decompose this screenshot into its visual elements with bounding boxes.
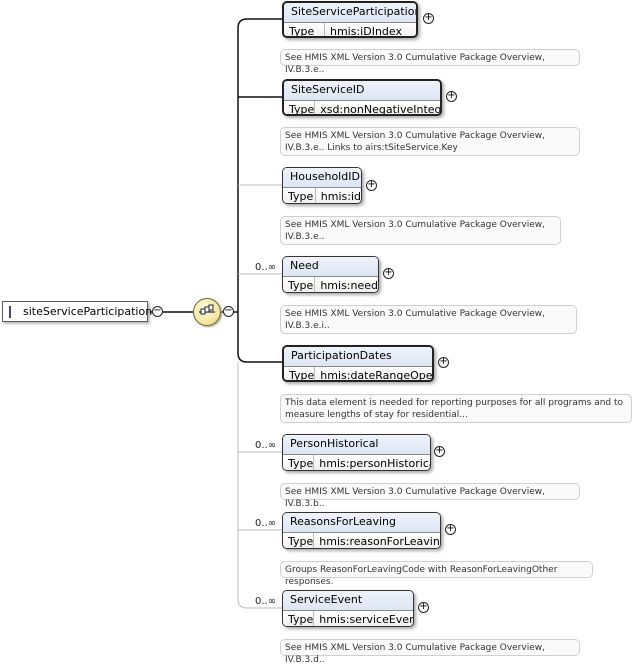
element-participationdates[interactable]: ParticipationDates Type hmis:dateRangeOpe…: [282, 345, 434, 382]
cardinality-label: 0..∞: [255, 596, 277, 607]
type-value: hmis:iDIndex: [330, 25, 402, 38]
documentation-note: See HMIS XML Version 3.0 Cumulative Pack…: [280, 483, 580, 509]
sequence-compositor-icon[interactable]: [193, 298, 221, 326]
expand-icon[interactable]: +: [438, 356, 449, 368]
element-need[interactable]: Need Type hmis:need: [282, 256, 379, 293]
element-serviceevent[interactable]: ServiceEvent Type hmis:serviceEvent: [282, 590, 414, 627]
type-label: Type: [284, 23, 325, 36]
element-siteserviceid[interactable]: SiteServiceID Type xsd:nonNegativeInteger: [282, 79, 442, 116]
expand-icon[interactable]: +: [434, 445, 445, 457]
type-label: Type: [284, 101, 316, 114]
documentation-note: See HMIS XML Version 3.0 Cumulative Pack…: [280, 49, 580, 75]
root-element[interactable]: siteServiceParticipation: [2, 301, 152, 322]
type-value: hmis:reasonForLeaving: [319, 535, 441, 548]
element-name: ReasonsForLeaving: [283, 513, 440, 533]
element-name: Need: [283, 257, 378, 277]
type-value: hmis:dateRangeOpen: [320, 369, 434, 382]
expand-icon[interactable]: +: [423, 12, 434, 24]
root-element-label: siteServiceParticipation: [23, 305, 153, 318]
collapse-icon[interactable]: −: [152, 305, 163, 317]
type-value: hmis:personHistorical: [319, 457, 431, 470]
expand-icon[interactable]: +: [418, 601, 429, 613]
type-label: Type: [284, 367, 316, 380]
expand-icon[interactable]: +: [383, 267, 394, 279]
element-reasonsforleaving[interactable]: ReasonsForLeaving Type hmis:reasonForLeav…: [282, 512, 441, 549]
type-label: Type: [283, 611, 315, 626]
element-name: PersonHistorical: [283, 435, 430, 455]
type-label: Type: [283, 277, 316, 292]
sequence-collapse-icon[interactable]: −: [223, 305, 234, 317]
type-value: hmis:need: [320, 279, 378, 292]
cardinality-label: 0..∞: [255, 518, 277, 529]
element-name: SiteServiceID: [284, 81, 440, 101]
element-householdid[interactable]: HouseholdID Type hmis:id: [282, 167, 362, 204]
cardinality-label: 0..∞: [255, 440, 277, 451]
type-value: xsd:nonNegativeInteger: [320, 103, 442, 116]
type-label: Type: [283, 188, 316, 203]
documentation-note: See HMIS XML Version 3.0 Cumulative Pack…: [280, 127, 580, 156]
type-label: Type: [283, 533, 315, 548]
documentation-note: This data element is needed for reportin…: [280, 394, 632, 423]
type-label: Type: [283, 455, 315, 470]
cardinality-label: 0..∞: [255, 262, 277, 273]
element-icon: [9, 305, 11, 318]
type-value: hmis:id: [320, 190, 361, 203]
expand-icon[interactable]: +: [446, 90, 457, 102]
element-name: ServiceEvent: [283, 591, 413, 611]
element-name: SiteServiceParticipationID: [284, 3, 416, 23]
element-name: HouseholdID: [283, 168, 361, 188]
expand-icon[interactable]: +: [366, 179, 377, 191]
documentation-note: Groups ReasonForLeavingCode with ReasonF…: [280, 561, 593, 587]
documentation-note: See HMIS XML Version 3.0 Cumulative Pack…: [280, 639, 580, 665]
element-personhistorical[interactable]: PersonHistorical Type hmis:personHistoric…: [282, 434, 431, 471]
documentation-note: See HMIS XML Version 3.0 Cumulative Pack…: [280, 216, 561, 245]
element-siteserviceparticipationid[interactable]: SiteServiceParticipationID Type hmis:iDIn…: [282, 1, 418, 38]
element-name: ParticipationDates: [284, 347, 432, 367]
expand-icon[interactable]: +: [445, 523, 456, 535]
documentation-note: See HMIS XML Version 3.0 Cumulative Pack…: [280, 305, 577, 334]
type-value: hmis:serviceEvent: [319, 613, 414, 626]
